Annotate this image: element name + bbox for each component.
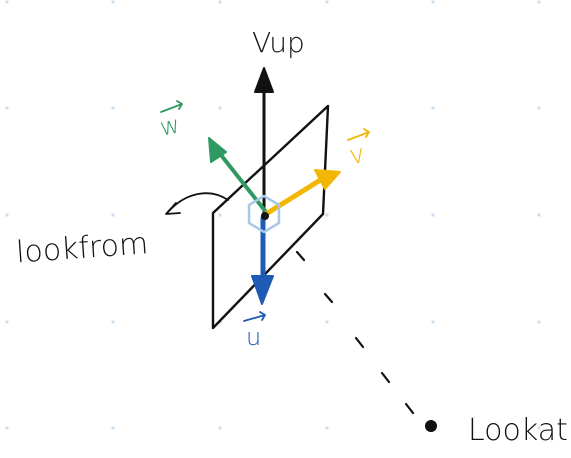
u-label: u <box>246 323 261 351</box>
image-plane <box>211 104 330 330</box>
lookfrom-origin-dot <box>261 212 269 220</box>
grid-dot <box>111 106 115 110</box>
grid-dot <box>111 426 115 430</box>
vup-label: Vup <box>252 26 305 59</box>
grid-dot <box>218 426 222 430</box>
grid-dot <box>325 0 329 4</box>
vup-arrowhead <box>254 67 274 93</box>
grid-dot <box>325 426 329 430</box>
v-vector-mark <box>347 128 370 141</box>
grid-dot <box>5 320 9 324</box>
w-vector-mark <box>160 100 183 113</box>
grid-dot <box>537 0 541 4</box>
grid-dot <box>218 213 222 217</box>
grid-dot <box>111 213 115 217</box>
u-vector-mark <box>243 311 266 322</box>
grid-dot <box>431 106 435 110</box>
lookat-point <box>425 420 437 432</box>
lookfrom-pointer-curve <box>167 192 229 213</box>
dot-grid <box>5 0 541 430</box>
grid-dot <box>537 106 541 110</box>
grid-dot <box>537 213 541 217</box>
v-label: v <box>347 139 367 171</box>
grid-dot <box>5 106 9 110</box>
grid-dot <box>537 320 541 324</box>
grid-dot <box>325 320 329 324</box>
grid-dot <box>5 0 9 4</box>
grid-dot <box>537 426 541 430</box>
grid-dot <box>218 106 222 110</box>
grid-dot <box>111 320 115 324</box>
v-arrow-shaft <box>263 176 325 217</box>
grid-dot <box>218 0 222 4</box>
w-arrow-shaft <box>215 148 268 214</box>
grid-dot <box>431 320 435 324</box>
v-arrowhead <box>314 169 341 190</box>
grid-dot <box>431 0 435 4</box>
grid-dot <box>111 0 115 4</box>
lookfrom-origin-hexagon <box>247 194 281 234</box>
u-arrowhead <box>251 275 274 305</box>
line-of-sight-dashes <box>295 250 415 415</box>
grid-dot <box>5 213 9 217</box>
lookfrom-label: lookfrom <box>15 226 149 270</box>
grid-dot <box>325 213 329 217</box>
lookfrom-pointer-arrowhead <box>165 202 181 215</box>
grid-dot <box>5 426 9 430</box>
lookat-label: Lookat <box>468 413 568 448</box>
w-arrowhead <box>208 137 227 163</box>
w-label: w <box>157 110 182 141</box>
grid-dot <box>431 213 435 217</box>
